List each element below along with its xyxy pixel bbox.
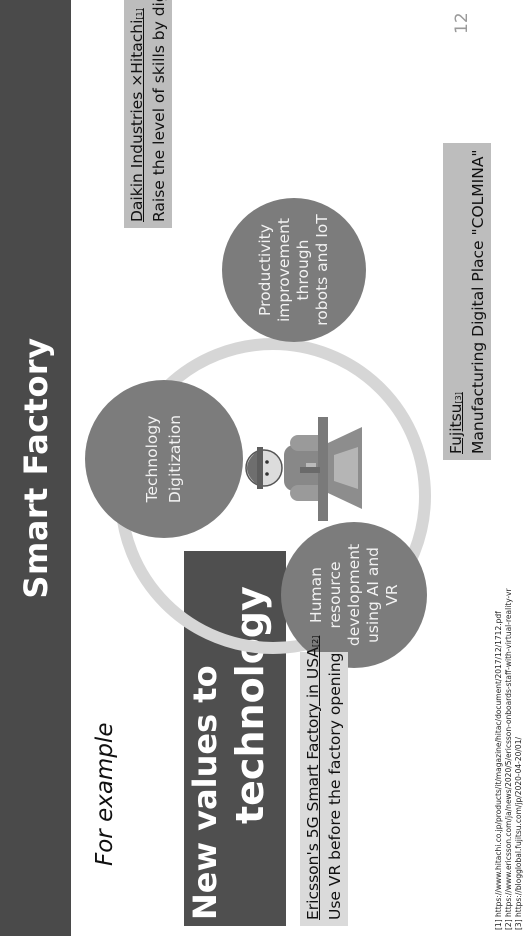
daikin-ref: [1] [135, 8, 144, 20]
reference-link[interactable]: [1] https://www.hitachi.co.jp/products/i… [494, 611, 503, 930]
circle-text-line: through [294, 239, 312, 301]
circle-text-line: improvement [275, 218, 293, 323]
daikin-company: Daikin Industries ×Hitachi [128, 19, 146, 222]
ericsson-label: Ericsson's 5G Smart Factory in USA[2] Us… [300, 636, 348, 926]
circle-human-resource: Human resource development using AI and … [281, 522, 427, 668]
circle-text-line: Digitization [166, 414, 184, 504]
fujitsu-label: Fujitsu[3] Manufacturing Digital Place "… [443, 143, 491, 460]
circle-text-line: Human [306, 567, 325, 623]
factory-worker-illustration [245, 417, 362, 521]
daikin-description: Raise the level of skills by digitizing [150, 0, 168, 222]
slide-title: Smart Factory [16, 337, 55, 599]
circle-technology: Technology Digitization [85, 380, 243, 538]
circle-text-line: using AI and [363, 546, 382, 644]
circle-text-line: resource [325, 561, 344, 629]
circle-productivity: Productivity improvement through robots … [222, 198, 366, 342]
reference-link[interactable]: [3] https://blogglobal.fujitsu.com/jp/20… [514, 737, 523, 930]
circle-text-line: Productivity [256, 224, 274, 316]
ericsson-description: Use VR before the factory opening [326, 652, 344, 920]
fujitsu-description: Manufacturing Digital Place "COLMINA" [469, 149, 487, 454]
daikin-label: Daikin Industries ×Hitachi[1] Raise the … [124, 0, 172, 228]
headline-line-1: New values to [186, 665, 224, 920]
fujitsu-ref: [3] [454, 392, 463, 404]
fujitsu-company: Fujitsu [447, 403, 465, 454]
circle-text-line: robots and IoT [313, 214, 331, 326]
circle-text-line: VR [382, 584, 401, 606]
page-number: 12 [452, 12, 472, 34]
machine-table [318, 417, 328, 521]
reference-link[interactable]: [2] https://www.ericsson.com/ja/news/202… [504, 588, 513, 930]
worker-cap [247, 449, 260, 487]
title-bar: Smart Factory [0, 0, 71, 936]
circle-text-line: Technology [143, 415, 161, 503]
references: [1] https://www.hitachi.co.jp/products/i… [494, 588, 524, 930]
circle-text-line: development [344, 543, 363, 647]
ericsson-company: Ericsson's 5G Smart Factory in USA [304, 646, 322, 920]
ericsson-ref: [2] [311, 635, 320, 647]
subtitle: For example [92, 722, 118, 866]
